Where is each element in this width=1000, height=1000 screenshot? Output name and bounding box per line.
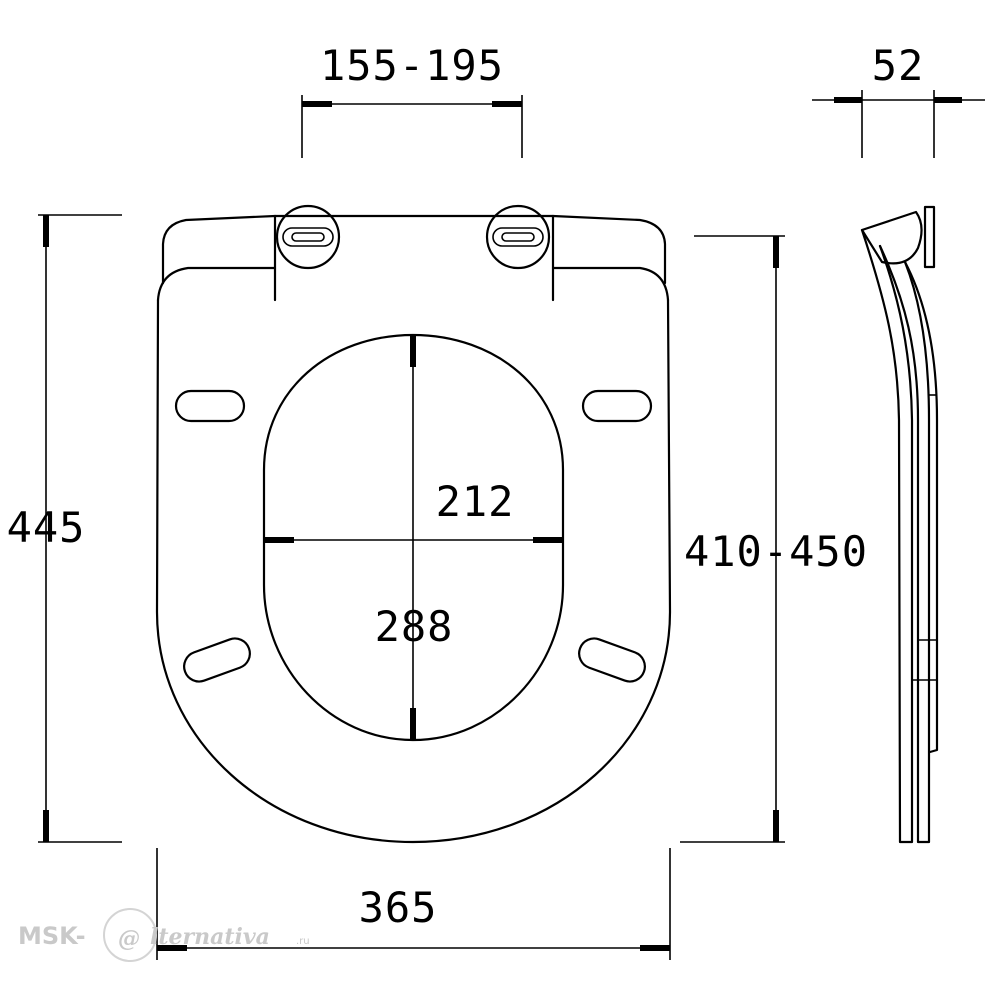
dim-fixing-length-label: 410-450 [684, 527, 868, 576]
watermark-logo: MSK- @ lternativa .ru [18, 908, 310, 962]
seat-outline [155, 298, 672, 844]
seat-opening [262, 333, 565, 742]
lid-back-edge [161, 214, 277, 285]
seat-top-edge-right [551, 266, 670, 302]
watermark-tld: .ru [296, 936, 310, 947]
watermark-brand: lternativa [150, 924, 270, 950]
hinge-left [275, 204, 341, 270]
bumper-slot-bottom-right [578, 637, 646, 683]
side-profile-lid [903, 260, 939, 754]
dim-overall-width-label: 365 [359, 883, 438, 932]
seat-top-edge-left [156, 266, 277, 302]
seat-side-view [860, 205, 939, 844]
dim-hinge-spacing-label: 155-195 [320, 41, 504, 90]
bumper-slot-bottom-left [183, 637, 251, 683]
watermark-prefix: MSK- [18, 922, 86, 950]
hinge-right [485, 204, 551, 270]
bumper-slot-top-right [581, 389, 653, 423]
lid-back-edge-right [551, 214, 667, 285]
side-profile-outer [860, 228, 914, 844]
side-wall-plate [923, 205, 936, 269]
dim-opening-width-label: 212 [436, 477, 515, 526]
seat-front-view [155, 204, 672, 844]
bumper-slot-top-left [174, 389, 246, 423]
dim-depth-label: 52 [872, 41, 925, 90]
side-hinge-body [860, 210, 923, 265]
side-profile-inner [878, 244, 931, 844]
dim-overall-length-label: 445 [7, 503, 86, 552]
dimension-lines [38, 90, 985, 960]
dim-opening-length-label: 288 [375, 602, 454, 651]
watermark-at-sign: @ [118, 926, 140, 952]
